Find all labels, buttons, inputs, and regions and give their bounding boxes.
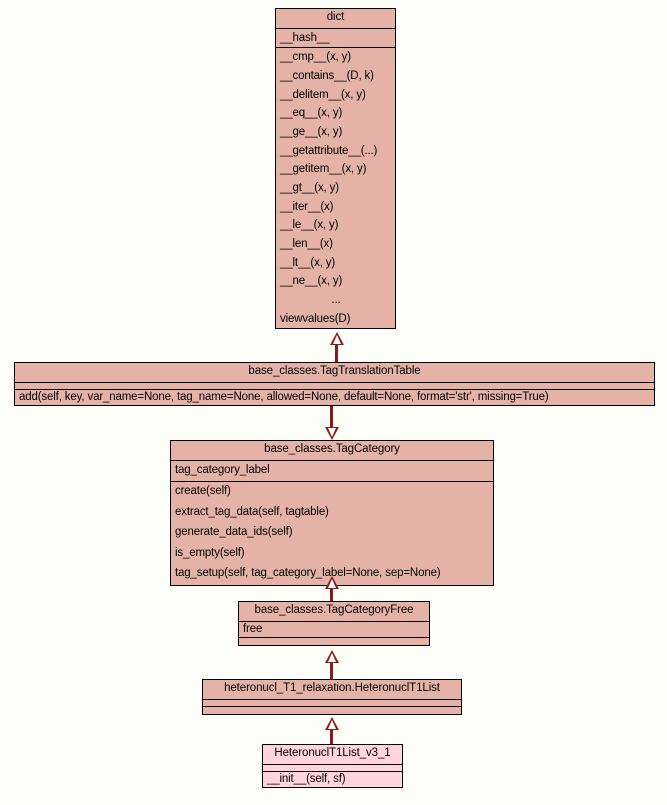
class-name-tag-translation-table: base_classes.TagTranslationTable — [248, 365, 421, 377]
attributes-compartment-empty — [203, 700, 461, 707]
inheritance-edge-heteronuclt1list-to-tagcategoryfree — [324, 650, 339, 679]
inheritance-edge-tagcategory-to-tagtranslationtable — [324, 406, 339, 440]
class-name-dict: dict — [326, 11, 345, 23]
edge-line — [335, 345, 338, 362]
method-item: __iter__(x) — [280, 200, 334, 213]
attributes-compartment: __hash__ — [276, 29, 395, 49]
class-box-tag-category[interactable]: base_classes.TagCategory tag_category_la… — [170, 440, 494, 586]
class-box-tag-category-free[interactable]: base_classes.TagCategoryFree free — [238, 601, 430, 646]
class-box-tag-translation-table[interactable]: base_classes.TagTranslationTable add(sel… — [14, 362, 655, 406]
attribute-item: tag_category_label — [175, 463, 270, 476]
class-title-compartment: HeteronuclT1List_v3_1 — [263, 745, 402, 765]
attribute-item: free — [243, 622, 263, 635]
class-box-heteronucl-t1-list[interactable]: heteronucl_T1_relaxation.HeteronuclT1Lis… — [202, 679, 462, 715]
attributes-compartment: tag_category_label — [171, 461, 493, 483]
method-item: __ne__(x, y) — [280, 275, 343, 288]
methods-compartment: add(self, key, var_name=None, tag_name=N… — [15, 390, 654, 406]
attribute-item: __hash__ — [280, 31, 330, 44]
class-title-compartment: heteronucl_T1_relaxation.HeteronuclT1Lis… — [203, 680, 461, 700]
edge-line — [330, 730, 333, 744]
method-item: __delitem__(x, y) — [280, 88, 366, 101]
class-title-compartment: base_classes.TagCategory — [171, 441, 493, 461]
method-item: add(self, key, var_name=None, tag_name=N… — [19, 390, 549, 403]
class-name-heteronucl-t1-list: heteronucl_T1_relaxation.HeteronuclT1Lis… — [224, 682, 440, 694]
method-item: __lt__(x, y) — [280, 256, 336, 269]
edge-line — [330, 589, 333, 601]
method-item: __init__(self, sf) — [267, 772, 346, 785]
class-title-compartment: base_classes.TagCategoryFree — [239, 602, 429, 622]
inheritance-edge-heteronuclt1listv31-to-heteronuclt1list — [324, 717, 339, 744]
methods-compartment-empty — [239, 638, 429, 645]
method-item: is_empty(self) — [175, 546, 245, 559]
method-item: generate_data_ids(self) — [175, 526, 293, 539]
edge-line — [330, 663, 333, 679]
attributes-compartment-empty — [263, 765, 402, 772]
method-item: tag_setup(self, tag_category_label=None,… — [175, 567, 441, 580]
methods-compartment-empty — [203, 707, 461, 714]
method-item: __contains__(D, k) — [280, 69, 374, 82]
methods-compartment: create(self) extract_tag_data(self, tagt… — [171, 482, 493, 585]
method-item: __getitem__(x, y) — [280, 163, 367, 176]
method-item: __len__(x) — [280, 237, 333, 250]
class-name-tag-category-free: base_classes.TagCategoryFree — [254, 604, 414, 616]
method-item: extract_tag_data(self, tagtable) — [175, 505, 329, 518]
class-title-compartment: base_classes.TagTranslationTable — [15, 363, 654, 383]
method-item: __cmp__(x, y) — [280, 51, 351, 64]
method-item: __getattribute__(...) — [280, 144, 378, 157]
method-item: __eq__(x, y) — [280, 107, 343, 120]
edge-line — [330, 406, 333, 427]
class-name-heteronucl-t1-list-v3-1: HeteronuclT1List_v3_1 — [274, 747, 391, 759]
class-name-tag-category: base_classes.TagCategory — [264, 443, 400, 455]
class-title-compartment: dict — [276, 9, 395, 29]
class-box-dict[interactable]: dict __hash__ __cmp__(x, y) __contains__… — [275, 8, 396, 330]
attributes-compartment-empty — [15, 383, 654, 390]
method-item: __le__(x, y) — [280, 219, 339, 232]
method-item: viewvalues(D) — [280, 312, 351, 325]
methods-compartment: __cmp__(x, y) __contains__(D, k) __delit… — [276, 48, 395, 328]
methods-compartment: __init__(self, sf) — [263, 772, 402, 788]
attributes-compartment: free — [239, 622, 429, 638]
class-box-heteronucl-t1-list-v3-1[interactable]: HeteronuclT1List_v3_1 __init__(self, sf) — [262, 744, 403, 788]
method-item: __ge__(x, y) — [280, 125, 343, 138]
inheritance-edge-tagtranslationtable-to-dict — [329, 332, 344, 362]
method-ellipsis: ... — [331, 293, 341, 306]
method-item: __gt__(x, y) — [280, 181, 339, 194]
inheritance-edge-tagcategoryfree-to-tagcategory — [324, 576, 339, 601]
method-item: create(self) — [175, 485, 231, 498]
